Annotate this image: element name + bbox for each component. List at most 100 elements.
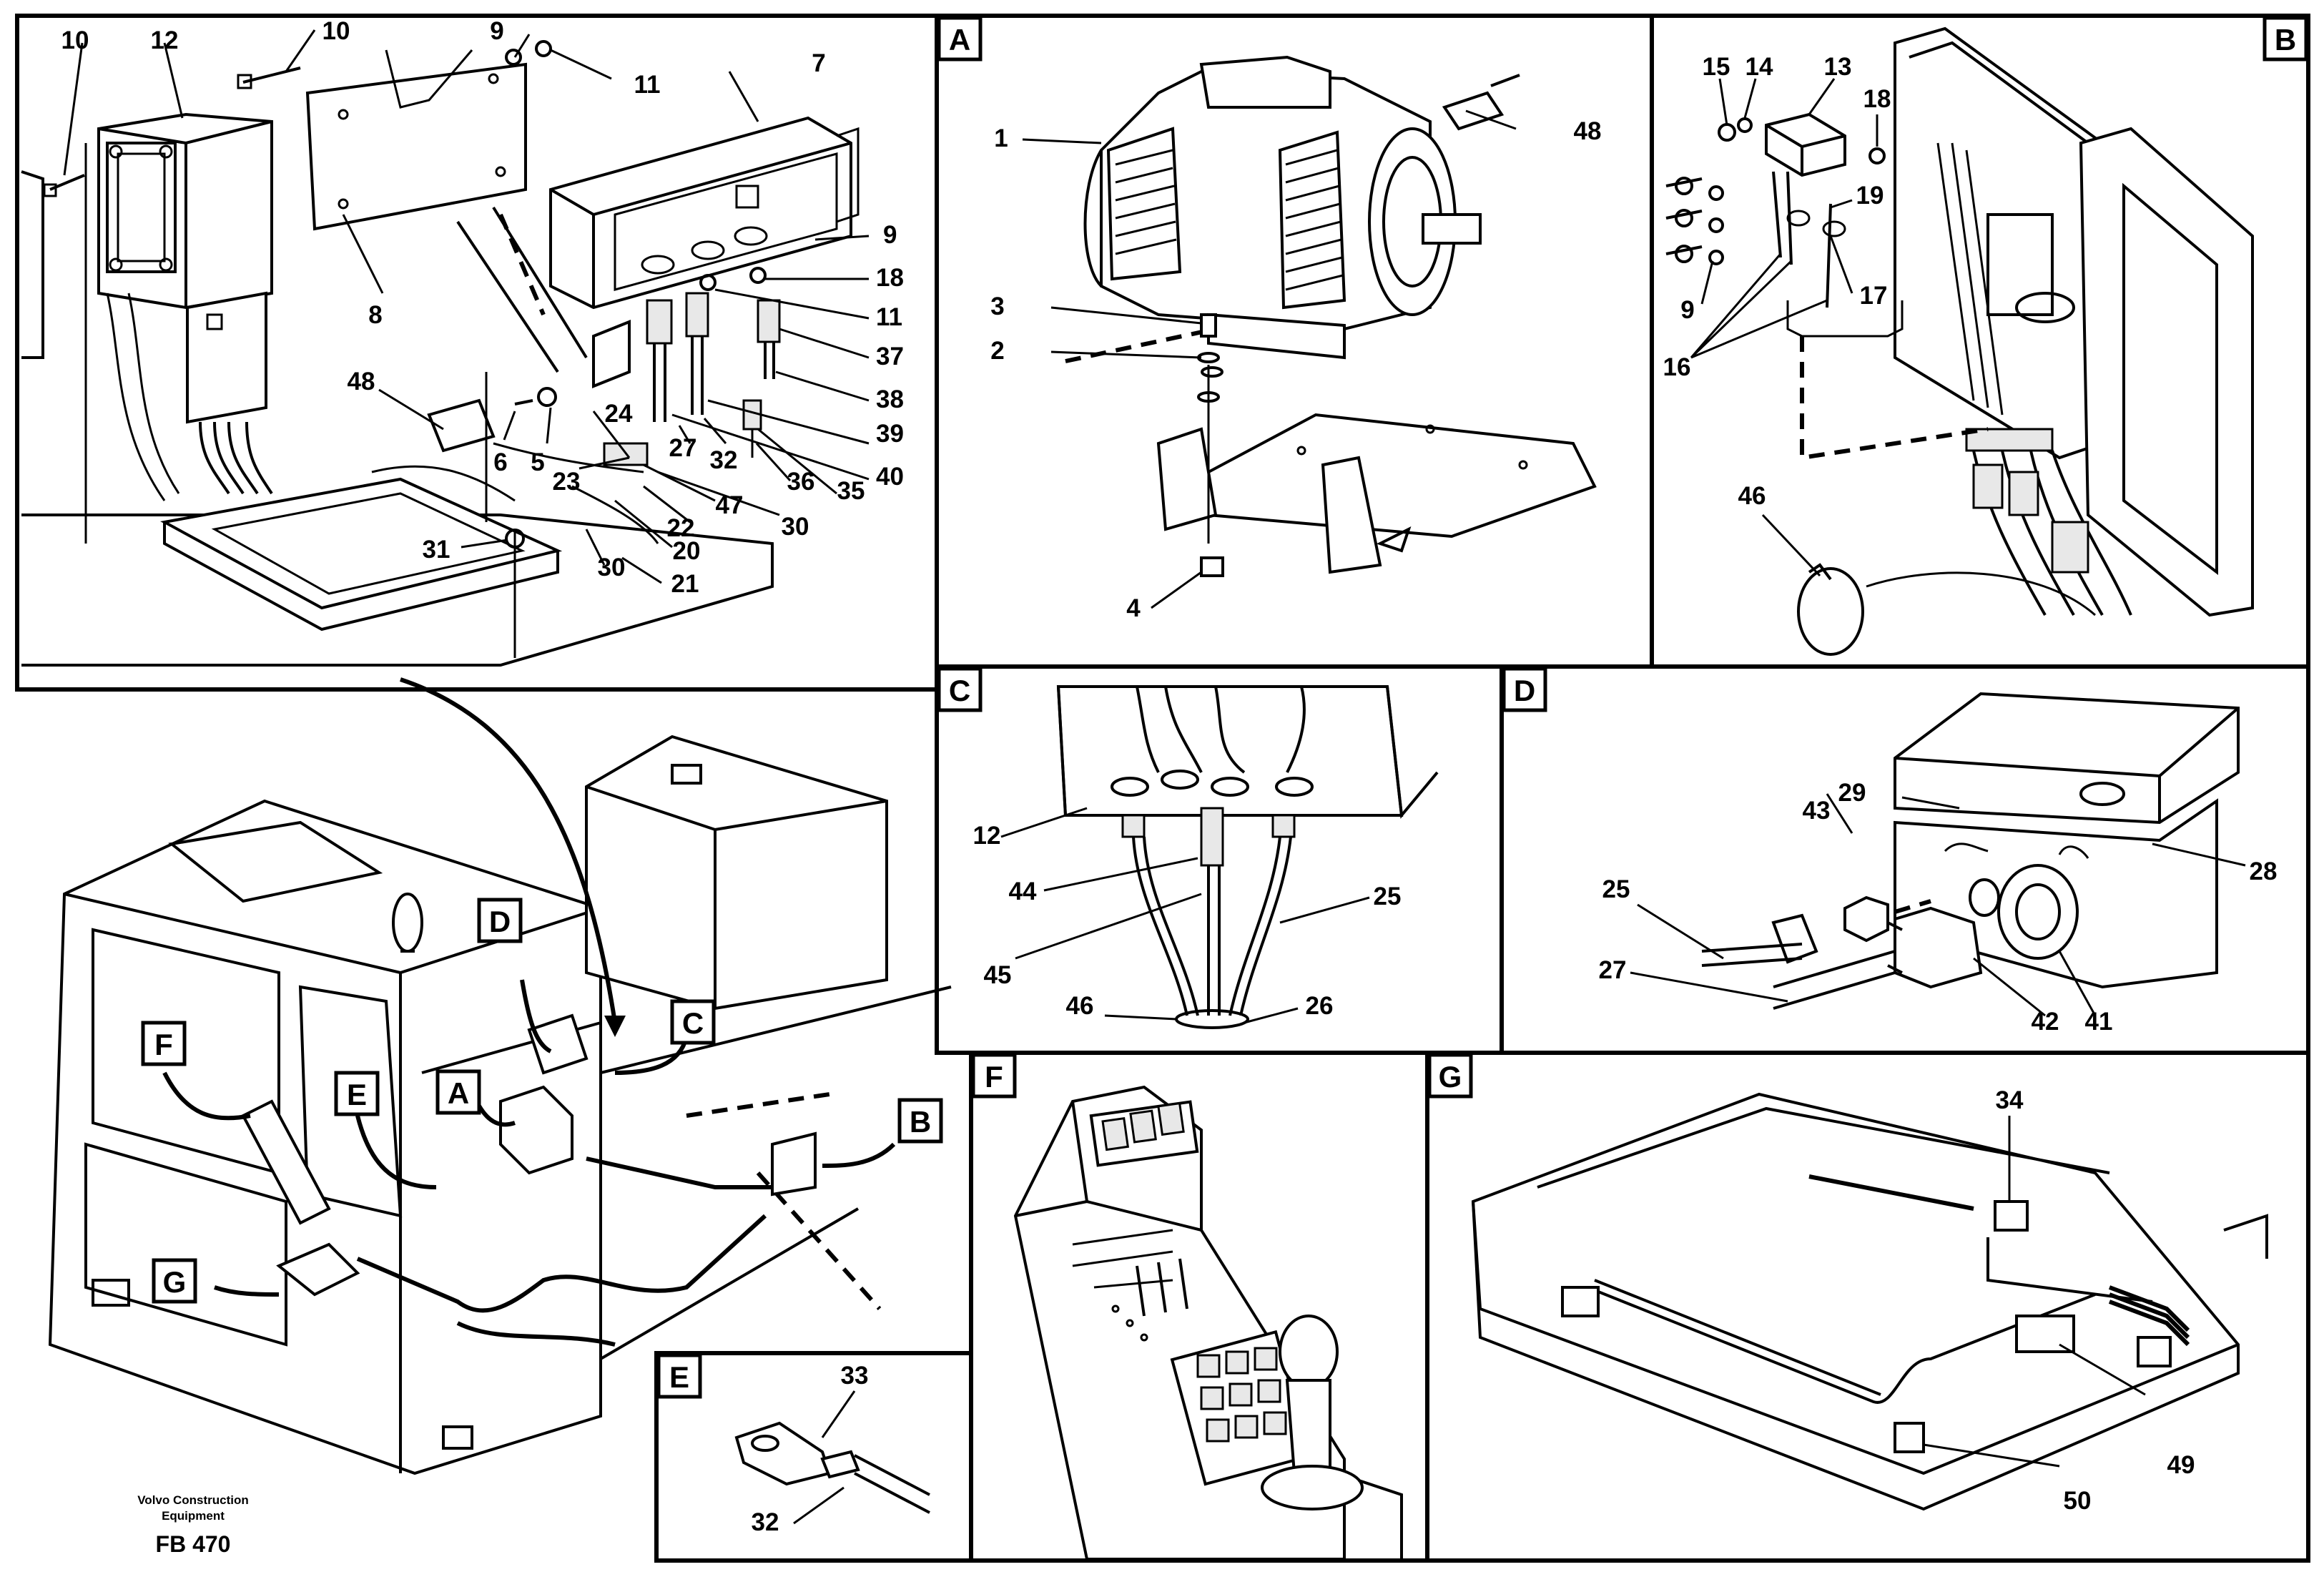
panel-g-labels: 34 49 50 <box>1996 1086 2195 1515</box>
callout-label: 48 <box>348 368 375 396</box>
callout-label: 33 <box>841 1362 869 1390</box>
callout-label: 31 <box>423 536 450 564</box>
callout-label: 42 <box>2032 1008 2059 1036</box>
callout-label: 8 <box>368 301 382 329</box>
callout-label: 48 <box>1574 117 1602 145</box>
svg-text:A: A <box>949 23 970 56</box>
svg-text:F: F <box>985 1060 1003 1094</box>
callout-label: 25 <box>1602 875 1630 903</box>
panel-c-gland-drawing: 12 44 25 45 46 26 <box>973 685 1439 1029</box>
callout-label: 28 <box>2250 858 2278 885</box>
panel-g-frame <box>1425 1051 2310 1563</box>
callout-label: 47 <box>716 491 744 519</box>
callout-label: 24 <box>605 400 633 428</box>
svg-text:F: F <box>154 1028 173 1061</box>
brand-line-1: Volvo Construction <box>137 1493 249 1507</box>
callout-label: 29 <box>1838 779 1866 807</box>
callout-label: 10 <box>322 17 350 45</box>
callout-label: 9 <box>490 17 503 45</box>
svg-text:E: E <box>669 1360 689 1394</box>
callout-label: 4 <box>1126 594 1141 622</box>
callout-label: 14 <box>1746 53 1773 81</box>
panel-a-tag: A <box>937 16 983 62</box>
callout-label: 17 <box>1860 282 1888 310</box>
cable-glands-main <box>646 292 781 458</box>
callout-label: 50 <box>2064 1487 2092 1515</box>
callout-label: 32 <box>710 446 738 474</box>
callout-label: 46 <box>1066 992 1094 1020</box>
svg-text:G: G <box>1439 1060 1462 1094</box>
panel-g-tag: G <box>1427 1053 1473 1099</box>
svg-text:D: D <box>1514 674 1535 707</box>
callout-label: 19 <box>1856 182 1884 210</box>
panel-a-labels: 1 48 3 2 4 <box>990 117 1601 622</box>
callout-label: 12 <box>973 822 1001 850</box>
callout-label: 41 <box>2085 1008 2113 1036</box>
callout-label: 15 <box>1703 53 1730 81</box>
panel-c-tag: C <box>937 667 983 712</box>
callout-label: 34 <box>1996 1086 2024 1114</box>
svg-text:G: G <box>163 1265 187 1299</box>
callout-label: 39 <box>876 420 904 448</box>
callout-label: 27 <box>669 434 697 462</box>
svg-text:D: D <box>489 905 511 938</box>
callout-label: 18 <box>1863 85 1891 113</box>
callout-label: 16 <box>1663 353 1691 381</box>
overview-machine-drawing: F E D A C B G <box>48 677 952 1475</box>
callout-label: 5 <box>531 448 544 476</box>
brand-line-2: Equipment <box>162 1509 225 1523</box>
callout-label: 2 <box>990 337 1004 365</box>
callout-label: 27 <box>1599 956 1627 984</box>
svg-text:B: B <box>910 1105 931 1139</box>
panel-frames <box>15 14 2310 1563</box>
svg-text:B: B <box>2275 23 2296 56</box>
panel-d-tag: D <box>1502 667 1547 712</box>
callout-label: 13 <box>1824 53 1852 81</box>
terminal-screws <box>1665 117 1886 265</box>
callout-label: 23 <box>553 468 581 496</box>
panel-d-connector-drawing: 29 43 25 28 27 42 41 <box>1599 692 2278 1036</box>
callout-label: 46 <box>1738 482 1766 510</box>
panel-d-labels: 29 43 25 28 27 42 41 <box>1599 779 2278 1036</box>
panel-e-cable-lug-drawing: 33 32 <box>734 1362 930 1536</box>
callout-label: 37 <box>876 343 904 370</box>
callout-label: 20 <box>673 537 701 565</box>
panel-b-relay-box-drawing: 15 14 13 18 19 17 9 16 46 <box>1663 26 2254 656</box>
panel-b-tag: B <box>2263 16 2308 62</box>
callout-label: 45 <box>984 961 1012 989</box>
callout-label: 43 <box>1803 797 1831 825</box>
overview-tag-b: B <box>897 1098 943 1144</box>
callout-label: 9 <box>1680 296 1694 324</box>
callout-label: 11 <box>876 303 902 331</box>
overview-tag-e: E <box>334 1071 380 1116</box>
cooling-fins-right <box>1278 130 1346 310</box>
svg-text:E: E <box>347 1078 367 1111</box>
panel-f-control-console-drawing <box>1013 1085 1403 1561</box>
overview-tag-d: D <box>477 898 523 943</box>
callout-label: 30 <box>598 554 626 581</box>
main-detail-drawing: 10 12 10 9 11 7 9 18 11 37 38 39 40 8 48… <box>21 17 904 667</box>
callout-label: 25 <box>1374 883 1402 910</box>
callout-label: 22 <box>667 514 695 542</box>
panel-g-floor-tray-drawing: 34 49 50 <box>1471 1086 2268 1515</box>
callout-label: 11 <box>634 71 661 99</box>
panel-f-tag: F <box>971 1053 1017 1099</box>
callout-label: 44 <box>1009 878 1037 905</box>
panel-e-tag: E <box>656 1353 702 1399</box>
callout-label: 38 <box>876 385 904 413</box>
callout-label: 36 <box>787 468 815 496</box>
cooling-fins-left <box>1106 127 1182 281</box>
overview-tag-a: A <box>435 1069 481 1115</box>
panel-e-labels: 33 32 <box>752 1362 869 1536</box>
drawing-code: FB 470 <box>156 1531 231 1557</box>
callout-label: 1 <box>994 124 1008 152</box>
callout-label: 30 <box>782 513 809 541</box>
callout-label: 6 <box>493 448 507 476</box>
callout-label: 32 <box>752 1508 779 1536</box>
svg-text:C: C <box>949 674 970 707</box>
panel-b-labels: 15 14 13 18 19 17 9 16 46 <box>1663 53 1891 510</box>
main-detail-labels: 10 12 10 9 11 7 9 18 11 37 38 39 40 8 48… <box>61 17 904 598</box>
overview-tag-c: C <box>670 999 716 1045</box>
panel-tags: A B C D E F G <box>656 16 2308 1399</box>
callout-label: 21 <box>671 570 699 598</box>
